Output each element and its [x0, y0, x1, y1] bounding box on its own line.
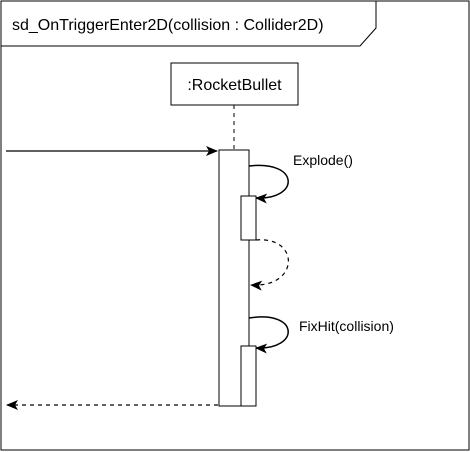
message-fixhit-label: FixHit(collision) — [299, 318, 394, 334]
activation-fixhit — [240, 345, 257, 407]
frame-title-tab — [0, 0, 377, 47]
message-fixhit-call — [248, 316, 289, 354]
activation-explode — [240, 195, 257, 241]
message-explode-label: Explode() — [293, 152, 353, 168]
frame-title: sd_OnTriggerEnter2D(collision : Collider… — [12, 17, 324, 34]
message-explode-call — [248, 164, 289, 204]
lifeline-name: :RocketBullet — [187, 77, 282, 94]
